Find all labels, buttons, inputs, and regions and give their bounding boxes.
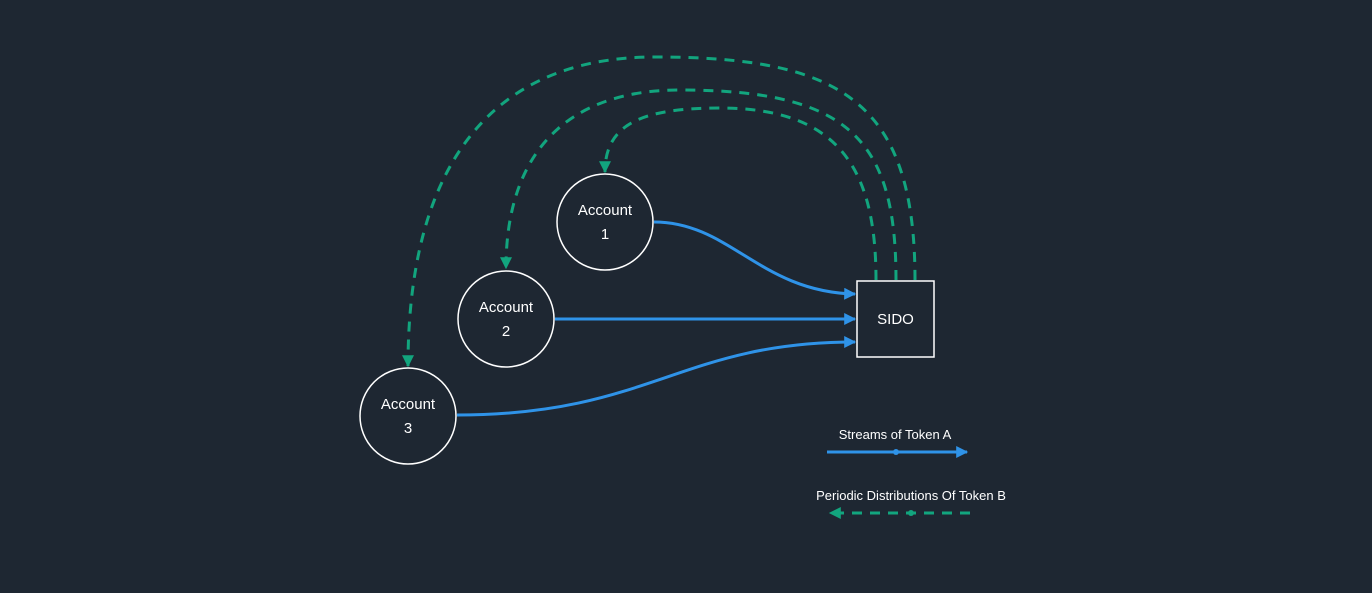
distribution-arc-account1 [599, 106, 878, 281]
account-2-label-line2: 2 [502, 323, 510, 340]
stream-arrow-account1 [653, 220, 857, 300]
distribution-arc-account3 [402, 55, 917, 368]
account-3-label-line2: 3 [404, 420, 412, 437]
sido-label: SIDO [877, 311, 914, 328]
legend-distributions-dot [908, 510, 914, 516]
account-1-label-line1: Account [578, 202, 633, 219]
legend: Streams of Token A Periodic Distribution… [816, 427, 1006, 519]
account-2-node: Account 2 [457, 270, 555, 368]
account-1-node: Account 1 [556, 173, 654, 271]
account-2-label-line1: Account [479, 299, 534, 316]
sido-node: SIDO [856, 280, 935, 358]
legend-distributions-label: Periodic Distributions Of Token B [816, 488, 1006, 503]
legend-streams-label: Streams of Token A [839, 427, 952, 442]
legend-streams-dot [893, 449, 899, 455]
distribution-arc-account2 [500, 88, 898, 281]
account-3-node: Account 3 [359, 367, 457, 465]
stream-arrow-account3 [456, 336, 857, 417]
account-1-label-line2: 1 [601, 226, 609, 243]
account-3-label-line1: Account [381, 396, 436, 413]
